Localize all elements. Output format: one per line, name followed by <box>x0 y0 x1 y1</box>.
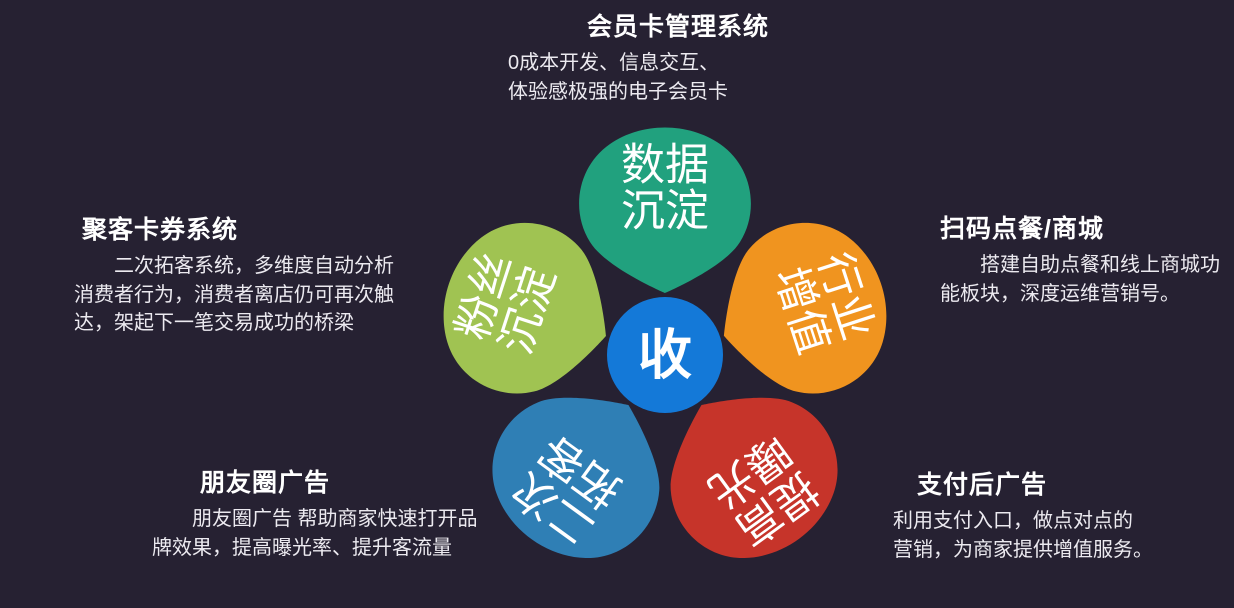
center-node: 收 <box>607 297 723 413</box>
petal-second-customer-acquisition[interactable]: 二次拓客 <box>462 355 698 590</box>
section-membership-card: 会员卡管理系统 0成本开发、信息交互、 体验感极强的电子会员卡 <box>508 12 848 106</box>
center-label: 收 <box>638 325 692 385</box>
petal-diagram: 数据沉淀行业增值提高曝光二次拓客粉丝沉淀 收 <box>410 118 920 593</box>
petal-shape-increase-exposure <box>670 397 838 559</box>
post-payment-ads-body-line1: 利用支付入口，做点对点的 <box>893 510 1133 533</box>
moments-ads-title: 朋友圈广告 <box>200 469 331 497</box>
petal-label-line1-data-accumulation: 数据 <box>621 141 709 190</box>
coupon-system-body: 二次拓客系统，多维度自动分析消费者行为，消费者离店仍可再次触达，架起下一笔交易成… <box>74 255 394 335</box>
petal-shape-fan-accumulation <box>443 222 607 394</box>
section-post-payment-ads: 支付后广告 利用支付入口，做点对点的 营销，为商家提供增值服务。 <box>893 470 1213 564</box>
post-payment-ads-body: 利用支付入口，做点对点的 营销，为商家提供增值服务。 <box>893 507 1213 564</box>
scan-order-mall-title: 扫码点餐/商城 <box>940 215 1104 243</box>
petal-shape-data-accumulation <box>579 127 751 293</box>
scan-order-mall-body: 搭建自助点餐和线上商城功能板块，深度运维营销号。 <box>940 254 1220 305</box>
membership-card-body-line1: 0成本开发、信息交互、 <box>508 52 720 75</box>
center-circle <box>607 297 723 413</box>
petal-label-line2-data-accumulation: 沉淀 <box>621 187 709 236</box>
coupon-system-title: 聚客卡券系统 <box>82 216 239 244</box>
membership-card-body-line2: 体验感极强的电子会员卡 <box>508 80 728 103</box>
petal-shape-second-customer-acquisition <box>492 397 660 559</box>
petal-shape-industry-value-add <box>723 222 887 394</box>
post-payment-ads-title: 支付后广告 <box>917 471 1048 499</box>
moments-ads-body: 朋友圈广告 帮助商家快速打开品牌效果，提高曝光率、提升客流量 <box>152 508 478 559</box>
membership-card-title: 会员卡管理系统 <box>586 13 769 41</box>
section-moments-ads: 朋友圈广告 朋友圈广告 帮助商家快速打开品牌效果，提高曝光率、提升客流量 <box>152 468 482 562</box>
membership-card-body: 0成本开发、信息交互、 体验感极强的电子会员卡 <box>508 49 848 106</box>
section-coupon-system: 聚客卡券系统 二次拓客系统，多维度自动分析消费者行为，消费者离店仍可再次触达，架… <box>74 215 404 337</box>
section-scan-order-mall: 扫码点餐/商城 搭建自助点餐和线上商城功能板块，深度运维营销号。 <box>940 214 1230 308</box>
post-payment-ads-body-line2: 营销，为商家提供增值服务。 <box>893 538 1153 561</box>
